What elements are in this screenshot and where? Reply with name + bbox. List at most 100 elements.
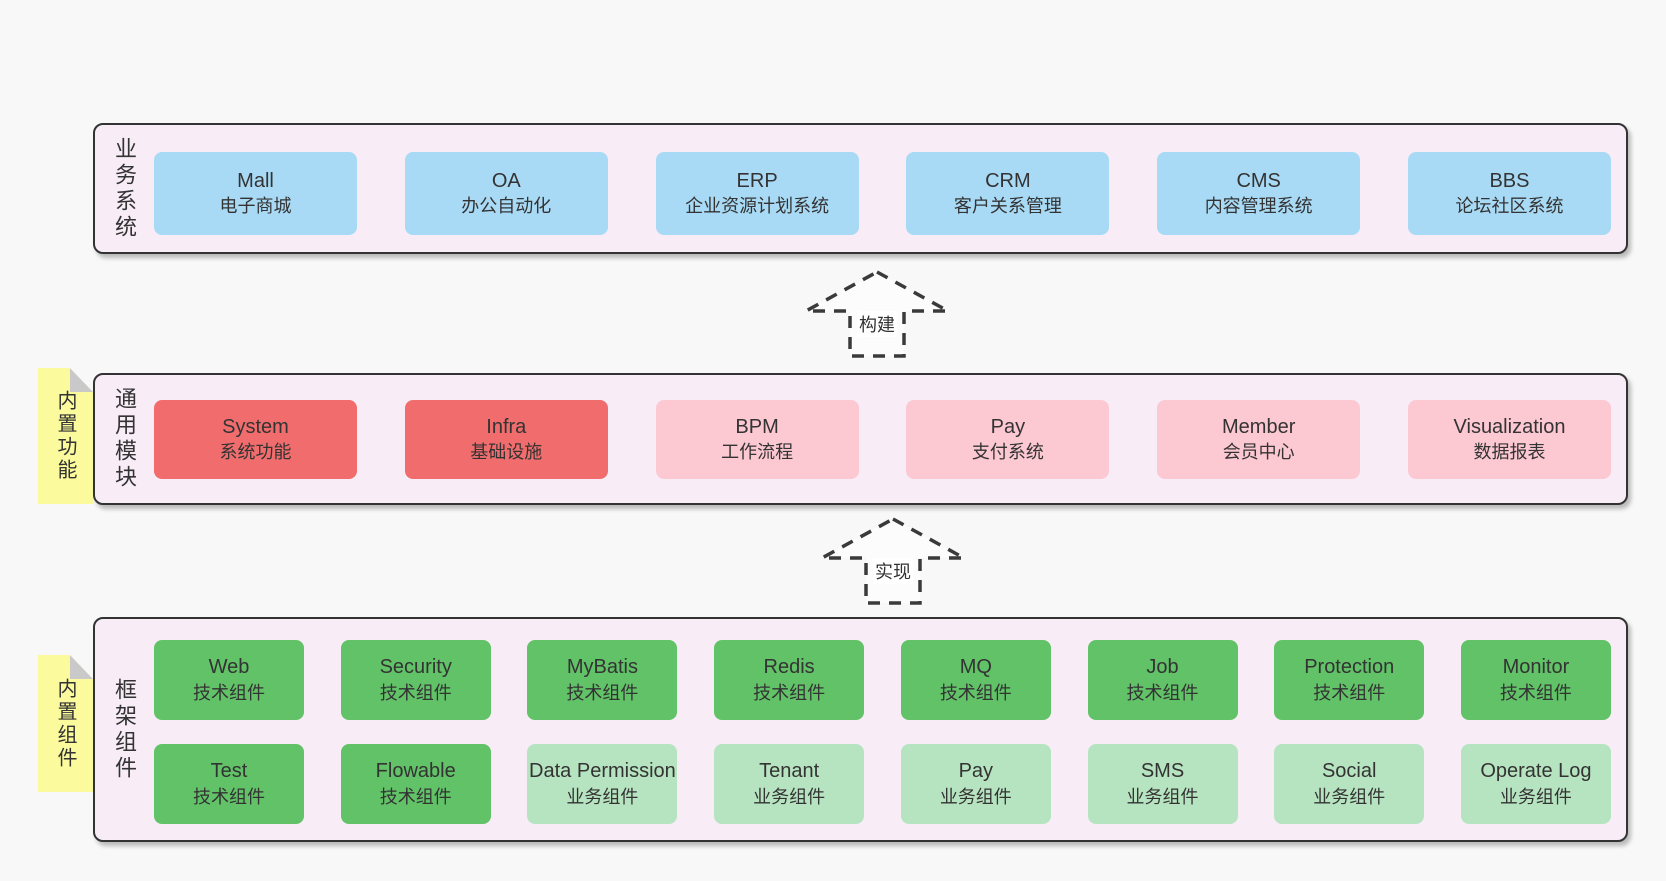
- arrow-implement-label: 实现: [873, 558, 913, 584]
- box-pay-module: Pay 支付系统: [906, 400, 1110, 479]
- layer-business-systems: 业务系统 Mall 电子商城 OA 办公自动化 ERP 企业资源计划系统 CRM…: [93, 123, 1628, 254]
- layer-label-business-systems: 业务系统: [112, 136, 137, 241]
- box-web: Web 技术组件: [154, 640, 304, 720]
- arrow-build: 构建: [804, 270, 950, 359]
- box-desc-label: 业务组件: [566, 786, 639, 807]
- box-desc-label: 业务组件: [1313, 786, 1386, 807]
- layer-label-common-modules: 通用模块: [112, 387, 137, 491]
- box-erp: ERP 企业资源计划系统: [655, 152, 859, 235]
- box-pay-component: Pay 业务组件: [900, 744, 1051, 824]
- box-visualization: Visualization 数据报表: [1407, 400, 1611, 479]
- box-desc-label: 技术组件: [1126, 682, 1199, 703]
- box-name-label: ERP: [736, 169, 778, 192]
- box-job: Job 技术组件: [1087, 640, 1238, 720]
- arrow-implement: 实现: [820, 517, 966, 606]
- box-name-label: Job: [1146, 656, 1179, 679]
- box-name-label: Member: [1222, 415, 1296, 438]
- box-monitor: Monitor 技术组件: [1460, 640, 1611, 720]
- box-desc-label: 客户关系管理: [953, 196, 1062, 217]
- sticky-note-label: 内置功能: [54, 390, 76, 482]
- box-desc-label: 业务组件: [939, 786, 1012, 807]
- box-name-label: BBS: [1489, 169, 1530, 192]
- box-name-label: CRM: [985, 169, 1031, 192]
- box-social: Social 业务组件: [1274, 744, 1425, 824]
- box-desc-label: 技术组件: [939, 682, 1012, 703]
- box-name-label: Protection: [1304, 656, 1395, 679]
- box-desc-label: 会员中心: [1222, 442, 1295, 463]
- box-tenant: Tenant 业务组件: [714, 744, 865, 824]
- sticky-note-label: 内置组件: [54, 677, 76, 770]
- box-desc-label: 技术组件: [193, 682, 265, 703]
- box-name-label: Monitor: [1502, 656, 1570, 679]
- box-name-label: SMS: [1140, 760, 1185, 783]
- box-name-label: Mall: [237, 169, 274, 192]
- modules-box-row: System 系统功能 Infra 基础设施 BPM 工作流程 Pay 支付系统…: [154, 400, 1611, 479]
- box-test: Test 技术组件: [154, 744, 304, 824]
- box-desc-label: 工作流程: [721, 442, 794, 463]
- box-desc-label: 基础设施: [470, 442, 543, 463]
- layer-common-modules: 通用模块 System 系统功能 Infra 基础设施 BPM 工作流程 Pay…: [93, 373, 1628, 505]
- box-desc-label: 技术组件: [379, 786, 452, 807]
- box-desc-label: 内容管理系统: [1204, 196, 1313, 217]
- box-protection: Protection 技术组件: [1274, 640, 1425, 720]
- box-name-label: Test: [210, 760, 248, 783]
- box-name-label: Pay: [990, 415, 1026, 438]
- box-flowable: Flowable 技术组件: [340, 744, 491, 824]
- box-data-permission: Data Permission 业务组件: [527, 744, 678, 824]
- box-desc-label: 企业资源计划系统: [685, 196, 830, 217]
- box-mybatis: MyBatis 技术组件: [527, 640, 678, 720]
- box-desc-label: 业务组件: [1499, 786, 1572, 807]
- box-oa: OA 办公自动化: [404, 152, 608, 235]
- box-desc-label: 论坛社区系统: [1455, 196, 1564, 217]
- box-desc-label: 技术组件: [193, 786, 265, 807]
- box-security: Security 技术组件: [340, 640, 491, 720]
- box-sms: SMS 业务组件: [1087, 744, 1238, 824]
- box-desc-label: 办公自动化: [461, 196, 552, 217]
- box-desc-label: 支付系统: [971, 442, 1044, 463]
- box-system: System 系统功能: [154, 400, 357, 479]
- arrow-build-label: 构建: [857, 311, 897, 337]
- box-infra: Infra 基础设施: [404, 400, 608, 479]
- box-desc-label: 电子商城: [219, 196, 292, 217]
- sticky-note-built-in-components: 内置组件: [38, 655, 93, 792]
- box-name-label: CMS: [1236, 169, 1281, 192]
- box-crm: CRM 客户关系管理: [906, 152, 1110, 235]
- box-desc-label: 技术组件: [753, 682, 826, 703]
- layer-framework-components: 框架组件 Web 技术组件 Security 技术组件 MyBatis 技术组件…: [93, 617, 1628, 842]
- box-name-label: Social: [1321, 760, 1377, 783]
- box-name-label: OA: [491, 169, 521, 192]
- box-name-label: MyBatis: [566, 656, 638, 679]
- box-name-label: Operate Log: [1480, 760, 1592, 783]
- box-desc-label: 技术组件: [566, 682, 639, 703]
- box-name-label: System: [222, 415, 289, 438]
- box-desc-label: 技术组件: [1499, 682, 1572, 703]
- box-mall: Mall 电子商城: [154, 152, 357, 235]
- box-desc-label: 技术组件: [1313, 682, 1386, 703]
- box-desc-label: 业务组件: [753, 786, 826, 807]
- box-desc-label: 系统功能: [219, 442, 292, 463]
- box-name-label: Data Permission: [529, 760, 676, 783]
- box-desc-label: 技术组件: [379, 682, 452, 703]
- box-operate-log: Operate Log 业务组件: [1460, 744, 1611, 824]
- business-box-row: Mall 电子商城 OA 办公自动化 ERP 企业资源计划系统 CRM 客户关系…: [154, 152, 1611, 235]
- sticky-note-built-in-features: 内置功能: [38, 368, 93, 504]
- box-name-label: Tenant: [759, 760, 820, 783]
- box-name-label: Flowable: [375, 760, 456, 783]
- box-bpm: BPM 工作流程: [655, 400, 859, 479]
- box-name-label: Visualization: [1453, 415, 1566, 438]
- box-name-label: Security: [379, 656, 452, 679]
- box-name-label: BPM: [735, 415, 779, 438]
- box-name-label: Web: [208, 656, 250, 679]
- folded-corner-icon: [70, 655, 93, 679]
- box-name-label: Infra: [486, 415, 527, 438]
- layer-label-framework-components: 框架组件: [112, 677, 137, 782]
- box-cms: CMS 内容管理系统: [1157, 152, 1361, 235]
- components-box-row-1: Web 技术组件 Security 技术组件 MyBatis 技术组件 Redi…: [154, 640, 1611, 720]
- box-mq: MQ 技术组件: [900, 640, 1051, 720]
- components-box-row-2: Test 技术组件 Flowable 技术组件 Data Permission …: [154, 744, 1611, 824]
- box-name-label: Redis: [763, 656, 815, 679]
- box-name-label: Pay: [958, 760, 994, 783]
- box-redis: Redis 技术组件: [714, 640, 865, 720]
- folded-corner-icon: [70, 368, 93, 392]
